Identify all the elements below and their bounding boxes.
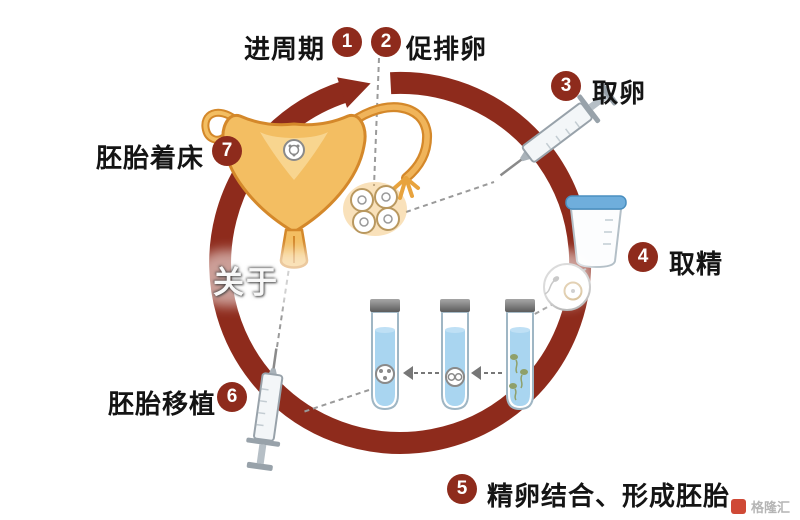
step-label-egg-retrieval: 取卵 [592,78,647,108]
uterus-icon [201,102,433,269]
test-tube-zygote-icon [440,299,470,411]
step-badge-1: 1 [332,27,362,57]
left-arrow-icon [403,366,413,380]
step-label-sperm-collection: 取精 [669,249,724,279]
cycle-arrowhead-icon [337,77,371,108]
brand-name: 格隆汇 [750,500,790,515]
step-label-embryo-transfer: 胚胎移植 [108,389,217,419]
test-tube-sperm-icon [505,299,535,411]
step-badge-5: 5 [447,474,477,504]
step-label-ovulation: 促排卵 [406,34,488,64]
embryo-transfer-syringe-icon [246,348,284,471]
test-tube-embryo-icon [370,299,400,411]
brand-logo-icon [730,499,746,514]
step-badge-3: 3 [551,71,581,101]
left-arrow-icon [471,366,481,380]
eggs-icon [350,185,400,234]
step-label-enter-cycle: 进周期 [244,34,326,64]
step-badge-2: 2 [371,27,401,57]
test-tubes [370,299,535,411]
brand-watermark: 格隆汇 [730,497,790,516]
implanted-embryo-icon [283,139,305,161]
ovary-icon [343,182,407,236]
step-label-implantation: 胚胎着床 [96,143,205,173]
watermark-caption: 关于 [213,265,279,300]
step-label-fertilization: 精卵结合、形成胚胎 [487,481,731,511]
egg-retrieval-syringe-icon [499,82,618,177]
watermark-haze [195,250,595,306]
step-badge-6: 6 [217,382,247,412]
tube-flow-arrows [403,366,502,380]
step-badge-4: 4 [628,242,658,272]
step-badge-7: 7 [212,136,242,166]
